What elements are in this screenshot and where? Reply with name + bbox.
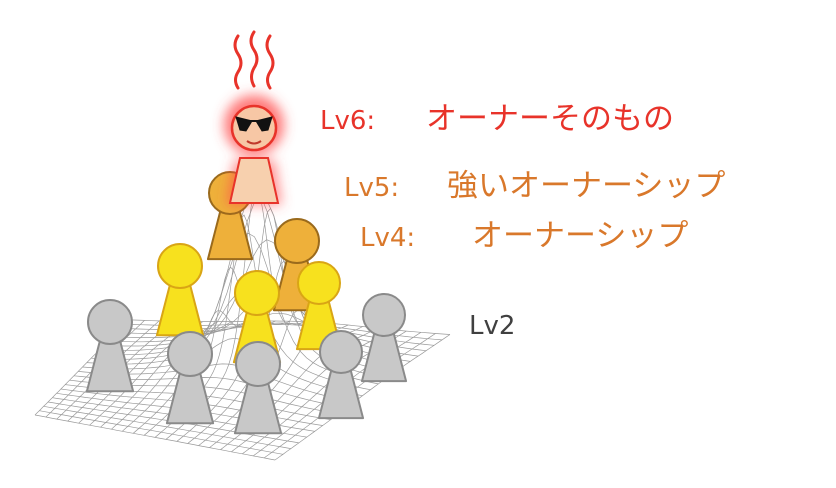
person-figure-icon-lv2 (317, 330, 365, 420)
person-figure-icon-lv4 (295, 261, 343, 351)
mesh-line (82, 337, 363, 397)
label-lv2: Lv2 (469, 311, 515, 341)
person-head (274, 218, 320, 264)
person-head (319, 330, 363, 374)
person-figure-icon-lv2 (233, 341, 283, 435)
sunglasses-icon (235, 116, 273, 132)
mesh-line (34, 414, 276, 461)
mesh-line (43, 405, 291, 449)
person-head (362, 293, 406, 337)
label-lv5: Lv5: 強いオーナーシップ (344, 168, 725, 204)
lv5-text: 強いオーナーシップ (447, 168, 725, 204)
steam-wave-icon (233, 30, 275, 90)
owner-body (228, 157, 280, 204)
lv4-level: Lv4: (360, 223, 415, 253)
owner-mouth (246, 140, 262, 145)
lv2-level: Lv2 (469, 311, 515, 341)
owner-figure (224, 30, 284, 205)
lv6-text: オーナーそのもの (426, 101, 674, 137)
person-head (167, 331, 213, 377)
figures-group (85, 171, 408, 435)
lv5-level: Lv5: (344, 173, 399, 203)
person-head (87, 299, 133, 345)
person-figure-icon-lv2 (85, 299, 135, 393)
person-head (297, 261, 341, 305)
owner-head (230, 104, 278, 152)
lv6-level: Lv6: (320, 106, 375, 136)
person-figure-icon-lv2 (165, 331, 215, 425)
person-figure-icon-lv4 (155, 243, 205, 337)
person-head (157, 243, 203, 289)
mesh-line (86, 292, 371, 391)
mesh-line (39, 410, 284, 455)
person-figure-icon-lv2 (360, 293, 408, 383)
person-head (235, 341, 281, 387)
lv4-text: オーナーシップ (472, 218, 688, 254)
person-head (234, 270, 280, 316)
label-lv4: Lv4: オーナーシップ (360, 218, 688, 254)
label-lv6: Lv6: オーナーそのもの (320, 101, 674, 137)
